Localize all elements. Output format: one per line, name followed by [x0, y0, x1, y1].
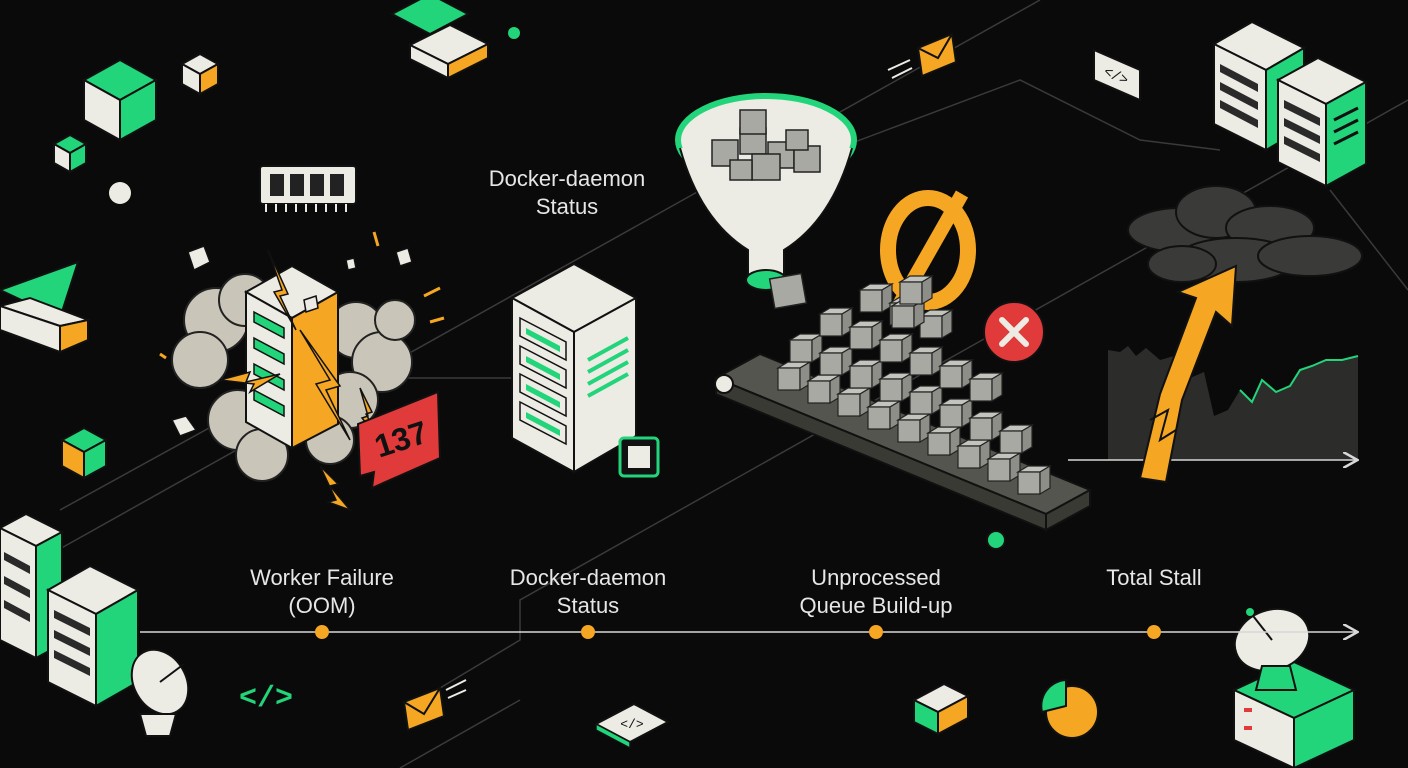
exploding-server: [159, 231, 445, 512]
storm-cloud-icon: [1127, 185, 1363, 283]
queued-box: [985, 451, 1023, 483]
envelope-bottom-icon: [402, 679, 467, 732]
queued-box: [937, 358, 975, 390]
server-rack-icon: [1211, 20, 1369, 188]
queued-box: [817, 306, 855, 338]
queued-box: [857, 282, 895, 314]
queued-box: [805, 373, 843, 405]
stage-label-line1: Docker-daemon: [509, 565, 667, 590]
queued-box: [847, 358, 885, 390]
queued-box: [967, 371, 1005, 403]
dot-green: [508, 27, 520, 39]
cube-small-green: [51, 133, 89, 174]
cube-top-green-slab: [389, 0, 491, 80]
queued-box: [817, 345, 855, 377]
timeline-dot-2: [581, 625, 595, 639]
stage-label-line2: (OOM): [288, 593, 356, 618]
queued-boxes: [775, 274, 1053, 496]
cube-orange-mid: [59, 426, 109, 480]
queued-box: [917, 308, 955, 340]
block-bottom: [911, 682, 971, 736]
code-card-bottom: </>: [593, 702, 671, 750]
queued-box: [907, 384, 945, 416]
queued-box: [775, 360, 813, 392]
timeline: [140, 625, 1356, 639]
queued-box: [907, 345, 945, 377]
debris: [170, 245, 413, 437]
satellite-server-stack: [1231, 607, 1357, 768]
code-card-bottom-text: </>: [620, 717, 644, 732]
error-x-icon: [983, 301, 1045, 363]
queued-box: [847, 319, 885, 351]
pyramid-green: [0, 260, 92, 354]
queued-box: [835, 386, 873, 418]
bottom-left-server-racks: [0, 512, 141, 708]
queued-box: [897, 274, 935, 306]
envelope-icon: [887, 32, 958, 79]
docker-daemon-float-label-line2: Status: [536, 194, 598, 219]
timeline-dot-1: [315, 625, 329, 639]
conveyor-belt-icon: [713, 274, 1093, 550]
dot-white: [109, 182, 131, 204]
queued-box: [925, 425, 963, 457]
stage-label-line1: Unprocessed: [811, 565, 941, 590]
lightning-bolts: [219, 249, 381, 512]
funnel-icon: [675, 93, 857, 310]
queued-box: [937, 397, 975, 429]
exit-code-badge: 137: [356, 390, 442, 490]
queued-box: [787, 332, 825, 364]
stage-label-line2: Status: [556, 593, 620, 618]
stage-label-docker-daemon: Docker-daemon Status: [510, 564, 667, 620]
queued-box: [967, 410, 1005, 442]
queued-box: [1015, 464, 1053, 496]
pie-chart-icon: [1040, 678, 1099, 739]
stage-label-line1: Total Stall: [1106, 565, 1202, 590]
stage-label-line1: Worker Failure: [250, 565, 394, 590]
stage-label-line2: Queue Build-up: [799, 593, 953, 618]
background-connector-lines: [39, 0, 1408, 768]
stage-label-worker-failure: Worker Failure (OOM): [250, 564, 394, 620]
stall-line-chart: [1068, 346, 1358, 460]
trend-arrow-icon: [1138, 264, 1238, 484]
memory-chip-icon: [259, 165, 357, 212]
queued-box: [877, 371, 915, 403]
stage-label-queue-buildup: Unprocessed Queue Build-up: [800, 564, 953, 620]
satellite-dish-icon: [130, 648, 190, 737]
stage-label-total-stall: Total Stall: [1106, 564, 1201, 592]
code-icon: </>: [239, 682, 293, 716]
cube-green-large: [81, 58, 159, 142]
queued-box: [997, 423, 1035, 455]
queued-box: [877, 332, 915, 364]
queued-box: [865, 399, 903, 431]
cube-small-orange: [179, 52, 221, 96]
timeline-dot-3: [869, 625, 883, 639]
code-card-top: </>: [1093, 48, 1141, 102]
queued-box: [955, 438, 993, 470]
docker-daemon-server: [509, 262, 660, 478]
timeline-dot-4: [1147, 625, 1161, 639]
queued-box: [895, 412, 933, 444]
docker-daemon-float-label-line1: Docker-daemon: [489, 166, 646, 191]
